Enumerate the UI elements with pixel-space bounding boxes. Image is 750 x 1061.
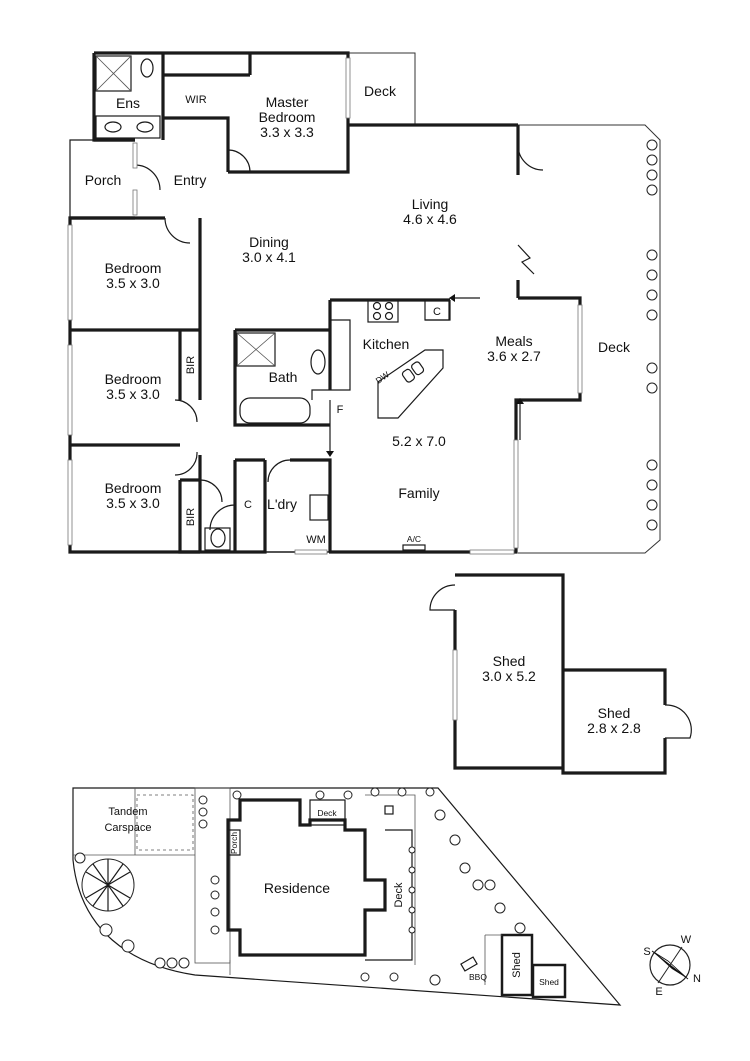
bedroom2-label: Bedroom: [105, 371, 162, 387]
compass-n: N: [693, 973, 701, 985]
site-plan: Tandem Carspace Residence Porch Deck Dec…: [72, 787, 622, 1006]
dining-label: Dining: [249, 234, 289, 250]
family-size: 5.2 x 7.0: [392, 433, 446, 449]
compass: S W N E: [643, 934, 701, 998]
pantry-cupboard: [424, 299, 450, 321]
bath-shower: [236, 332, 276, 367]
shed1-label: Shed: [493, 653, 526, 669]
shed2-walls: [561, 668, 667, 775]
ensuite-toilet: [140, 58, 154, 78]
site-shed-large-label: Shed: [511, 952, 523, 978]
residence-outline: [226, 798, 387, 957]
site-boundary: [72, 787, 622, 1006]
compass-s: S: [643, 946, 650, 958]
site-shed-small-label: Shed: [539, 977, 559, 987]
dining-size: 3.0 x 4.1: [242, 249, 296, 265]
carspace-label-1: Tandem: [108, 806, 147, 818]
bath-label: Bath: [269, 369, 298, 385]
ensuite-shower: [95, 55, 132, 92]
bath-walls: [233, 298, 450, 427]
bedroom2-size: 3.5 x 3.0: [106, 386, 160, 402]
fridge-label: F: [337, 404, 344, 416]
compass-w: W: [681, 934, 692, 946]
shed2-door-swing: [664, 704, 692, 739]
bir2-label: BIR: [185, 508, 197, 526]
bath-basin: [310, 349, 326, 375]
site-deck: [365, 829, 413, 961]
entry-door-swing: [134, 164, 161, 191]
living-label: Living: [412, 196, 449, 212]
ac-label: A/C: [407, 534, 421, 544]
meals-label: Meals: [495, 333, 532, 349]
ensuite-walls: [94, 53, 252, 172]
bathtub: [239, 397, 311, 424]
kitchen-label: Kitchen: [363, 336, 410, 352]
family-label: Family: [398, 485, 439, 501]
right-deck-label: Deck: [598, 339, 631, 355]
site-shed-small: [531, 963, 567, 999]
laundry-label: L'dry: [267, 496, 297, 512]
house-floor-plan: Ens WIR Master Bedroom 3.3 x 3.3 Deck Po…: [67, 51, 661, 555]
living-slider: [517, 244, 535, 275]
deck-planters: [646, 139, 658, 531]
right-deck-outline: [518, 124, 661, 554]
entry-label: Entry: [174, 172, 207, 188]
bedroom3-size: 3.5 x 3.0: [106, 495, 160, 511]
residence-label: Residence: [264, 880, 330, 896]
exterior-walls: [68, 51, 582, 554]
bbq: [460, 956, 478, 972]
bedroom3-label: Bedroom: [105, 480, 162, 496]
pantry-label: C: [433, 306, 441, 318]
living-size: 4.6 x 4.6: [403, 211, 457, 227]
site-deck-label: Deck: [393, 882, 405, 908]
compass-e: E: [655, 986, 662, 998]
carspace-label-2: Carspace: [104, 822, 151, 834]
living-door-swing: [517, 144, 544, 171]
site-porch-label: Porch: [229, 832, 239, 854]
ensuite-vanity: [95, 115, 161, 139]
kitchen-island: [377, 349, 444, 419]
laundry-door-swings: [209, 459, 291, 531]
porch-label: Porch: [85, 172, 122, 188]
wm-label: WM: [306, 534, 326, 546]
site-small-deck: [309, 799, 346, 826]
site-small-deck-label: Deck: [317, 808, 337, 818]
site-porch: [228, 829, 241, 856]
meals-size: 3.6 x 2.7: [487, 348, 541, 364]
top-deck-outline: [348, 52, 416, 125]
large-tree: [81, 858, 135, 912]
ensuite-label: Ens: [116, 95, 140, 111]
laundry-trough: [309, 494, 329, 521]
shed2-size: 2.8 x 2.8: [587, 720, 641, 736]
laundry-toilet: [210, 528, 226, 548]
master-size: 3.3 x 3.3: [260, 124, 314, 140]
bir1-label: BIR: [185, 356, 197, 374]
master-label-2: Bedroom: [259, 109, 316, 125]
bbq-label: BBQ: [469, 972, 487, 982]
bedroom1-label: Bedroom: [105, 260, 162, 276]
dishwasher-label: DW: [374, 369, 391, 385]
site-shrubs: [74, 787, 526, 986]
sheds-floor-plan: Shed 3.0 x 5.2 Shed 2.8 x 2.8: [429, 573, 692, 775]
windows: [67, 57, 583, 555]
bedroom-door-swings: [164, 217, 223, 503]
master-label-1: Master: [266, 94, 309, 110]
bedroom-walls: [70, 218, 202, 554]
master-door-swing: [227, 149, 251, 173]
wir-label: WIR: [185, 94, 206, 106]
cooktop: [367, 299, 399, 323]
linen-label: C: [244, 499, 252, 511]
laundry-walls: [233, 458, 332, 552]
aircon-unit: [402, 544, 426, 551]
shed1-door-swing: [429, 584, 456, 611]
top-deck-label: Deck: [364, 83, 397, 99]
shed2-label: Shed: [598, 705, 631, 721]
shed1-size: 3.0 x 5.2: [482, 668, 536, 684]
bedroom1-size: 3.5 x 3.0: [106, 275, 160, 291]
